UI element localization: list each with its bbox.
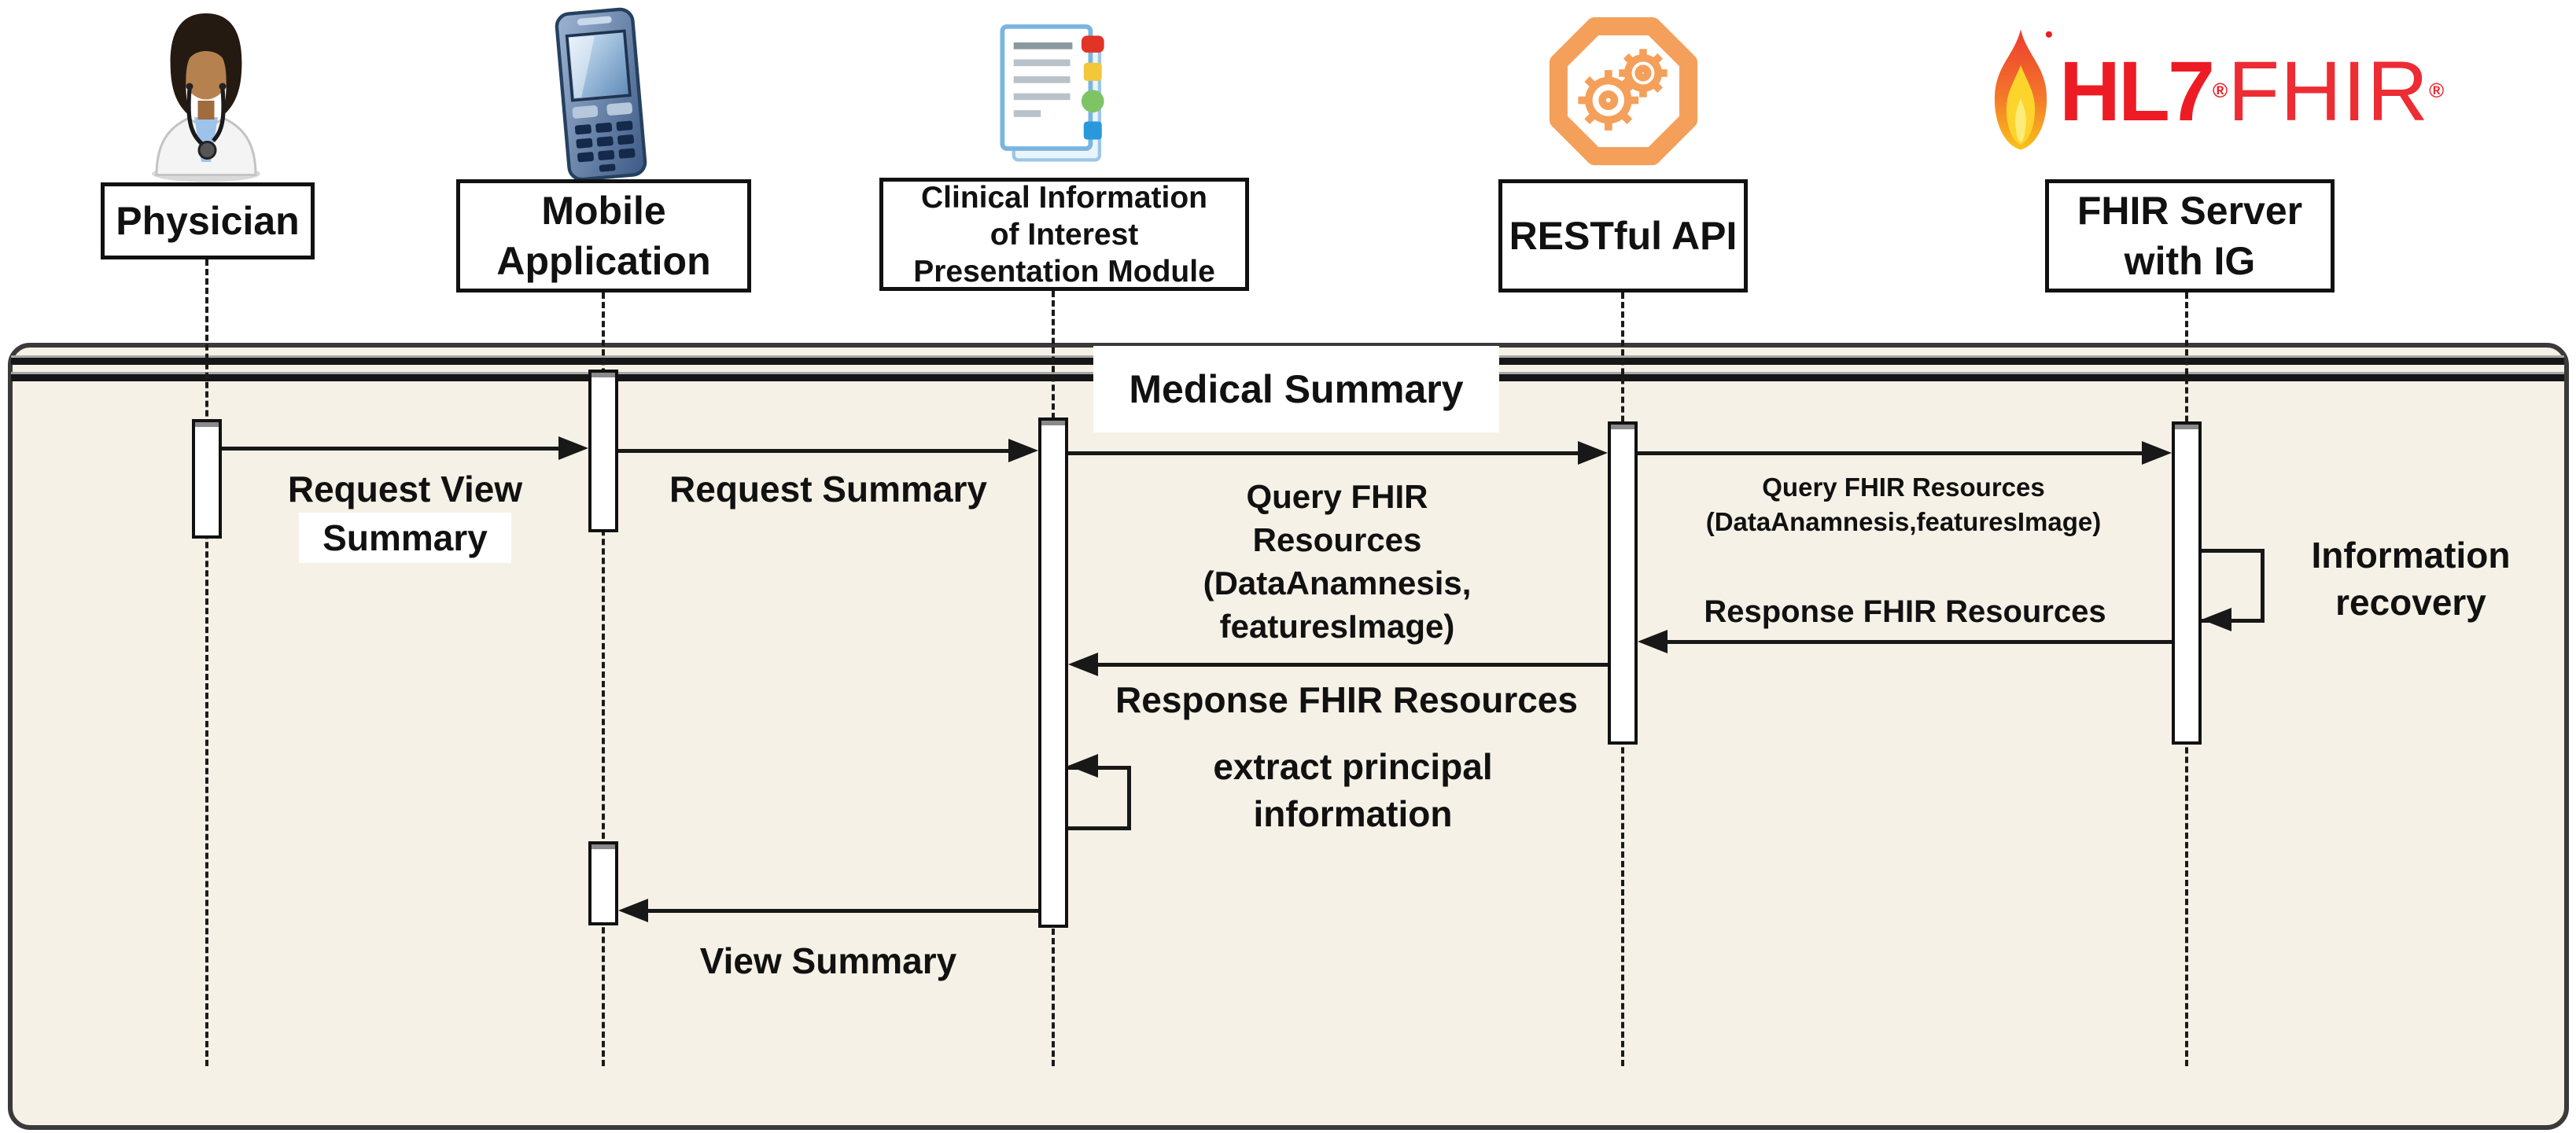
message-text: Request View <box>287 469 523 509</box>
message-query-fhir2-label: Query FHIR Resources (DataAnamnesis,feat… <box>1691 470 2116 539</box>
message-text: Request Summary <box>669 469 987 509</box>
message-text: View Summary <box>699 940 957 981</box>
message-response-fhir-label: Response FHIR Resources <box>1693 591 2117 632</box>
arrowhead-left <box>2202 608 2231 631</box>
lifeline-mobile-application <box>602 292 605 1066</box>
hl7-fhir-logo: HL7®FHIR® <box>1982 24 2444 157</box>
message-text: (DataAnamnesis, <box>1203 565 1472 601</box>
arrowhead-right <box>558 436 588 460</box>
message-request-summary-label: Request Summary <box>655 465 1001 513</box>
restful-api-gears-icon <box>1549 17 1698 166</box>
activation-mobile-1 <box>588 370 618 532</box>
actor-label: Clinical Information <box>920 180 1208 215</box>
lifeline-physician <box>205 259 208 1066</box>
actor-label: Mobile <box>541 189 666 233</box>
message-text: (DataAnamnesis,featuresImage) <box>1705 507 2102 536</box>
message-text: information <box>1253 793 1453 834</box>
actor-label: Application <box>496 239 711 283</box>
actor-label: FHIR Server <box>2077 189 2303 233</box>
message-text: Summary <box>299 513 511 563</box>
actor-box-fhir-server: FHIR Server with IG <box>2045 179 2335 292</box>
message-query-fhir-label: Query FHIR Resources (DataAnamnesis, fea… <box>1164 475 1510 648</box>
message-text: Query FHIR Resources <box>1762 473 2045 502</box>
physician-icon <box>152 13 260 182</box>
message-text: Query FHIR Resources <box>1246 478 1428 558</box>
activation-physician <box>192 419 222 539</box>
message-text: Response FHIR Resources <box>1704 594 2106 629</box>
hl7-logo-text: HL7 <box>2059 42 2215 138</box>
message-text: Response FHIR Resources <box>1115 679 1578 720</box>
activation-fhir-server <box>2172 421 2202 745</box>
arrowhead-left <box>618 899 648 922</box>
arrowhead-left <box>1068 754 1098 778</box>
message-response-fhir2-label: Response FHIR Resources <box>1111 676 1583 723</box>
hl7-fhir-flame-icon <box>1994 28 2052 149</box>
message-text: featuresImage) <box>1219 608 1455 645</box>
frame-title: Medical Summary <box>1093 346 1499 432</box>
self-loop-extract-principal <box>1068 766 1131 830</box>
message-extract-principal-label: extract principal information <box>1148 743 1557 837</box>
message-request-view-summary-line <box>222 447 562 451</box>
arrowhead-left <box>1638 630 1668 653</box>
actor-label: Presentation Module <box>913 254 1215 289</box>
message-information-recovery-label: Information recovery <box>2269 532 2552 626</box>
activation-mobile-2 <box>588 841 618 925</box>
message-view-summary-line <box>645 909 1038 913</box>
self-loop-information-recovery <box>2202 549 2265 623</box>
message-request-view-summary-label: Request View Summary <box>232 465 578 563</box>
actor-box-clinical-module: Clinical Information of Interest Present… <box>879 178 1249 291</box>
message-response-fhir2-line <box>1095 663 1608 667</box>
message-view-summary-label: View Summary <box>655 937 1001 984</box>
hl7-reg-mark: ® <box>2213 79 2228 102</box>
arrowhead-left <box>1068 653 1098 676</box>
message-response-fhir-line <box>1663 640 2172 644</box>
activation-clinical <box>1038 418 1068 928</box>
mobile-phone-icon <box>555 7 647 182</box>
message-text: recovery <box>2335 582 2486 623</box>
actor-label: Physician <box>116 199 300 243</box>
message-request-summary-line <box>618 449 1012 453</box>
message-text: extract principal <box>1213 746 1493 787</box>
actor-label: of Interest <box>989 217 1139 252</box>
fhir-logo-text: FHIR <box>2228 42 2430 138</box>
actor-box-mobile-application: Mobile Application <box>456 179 751 292</box>
arrowhead-right <box>2142 441 2172 465</box>
actor-box-physician: Physician <box>101 182 315 259</box>
frame-title-text: Medical Summary <box>1129 367 1464 411</box>
arrowhead-right <box>1578 441 1608 465</box>
interaction-frame <box>8 343 2569 1130</box>
actor-box-restful-api: RESTful API <box>1498 179 1748 292</box>
message-text: Information <box>2311 535 2511 576</box>
arrowhead-right <box>1008 439 1038 462</box>
message-query-fhir2-line <box>1638 451 2145 455</box>
clinical-document-icon <box>1000 24 1104 162</box>
actor-label: RESTful API <box>1509 214 1738 258</box>
fhir-reg-mark: ® <box>2429 79 2445 102</box>
actor-label: with IG <box>2124 239 2256 283</box>
message-query-fhir-line <box>1068 451 1581 455</box>
activation-restful-api <box>1608 421 1638 745</box>
